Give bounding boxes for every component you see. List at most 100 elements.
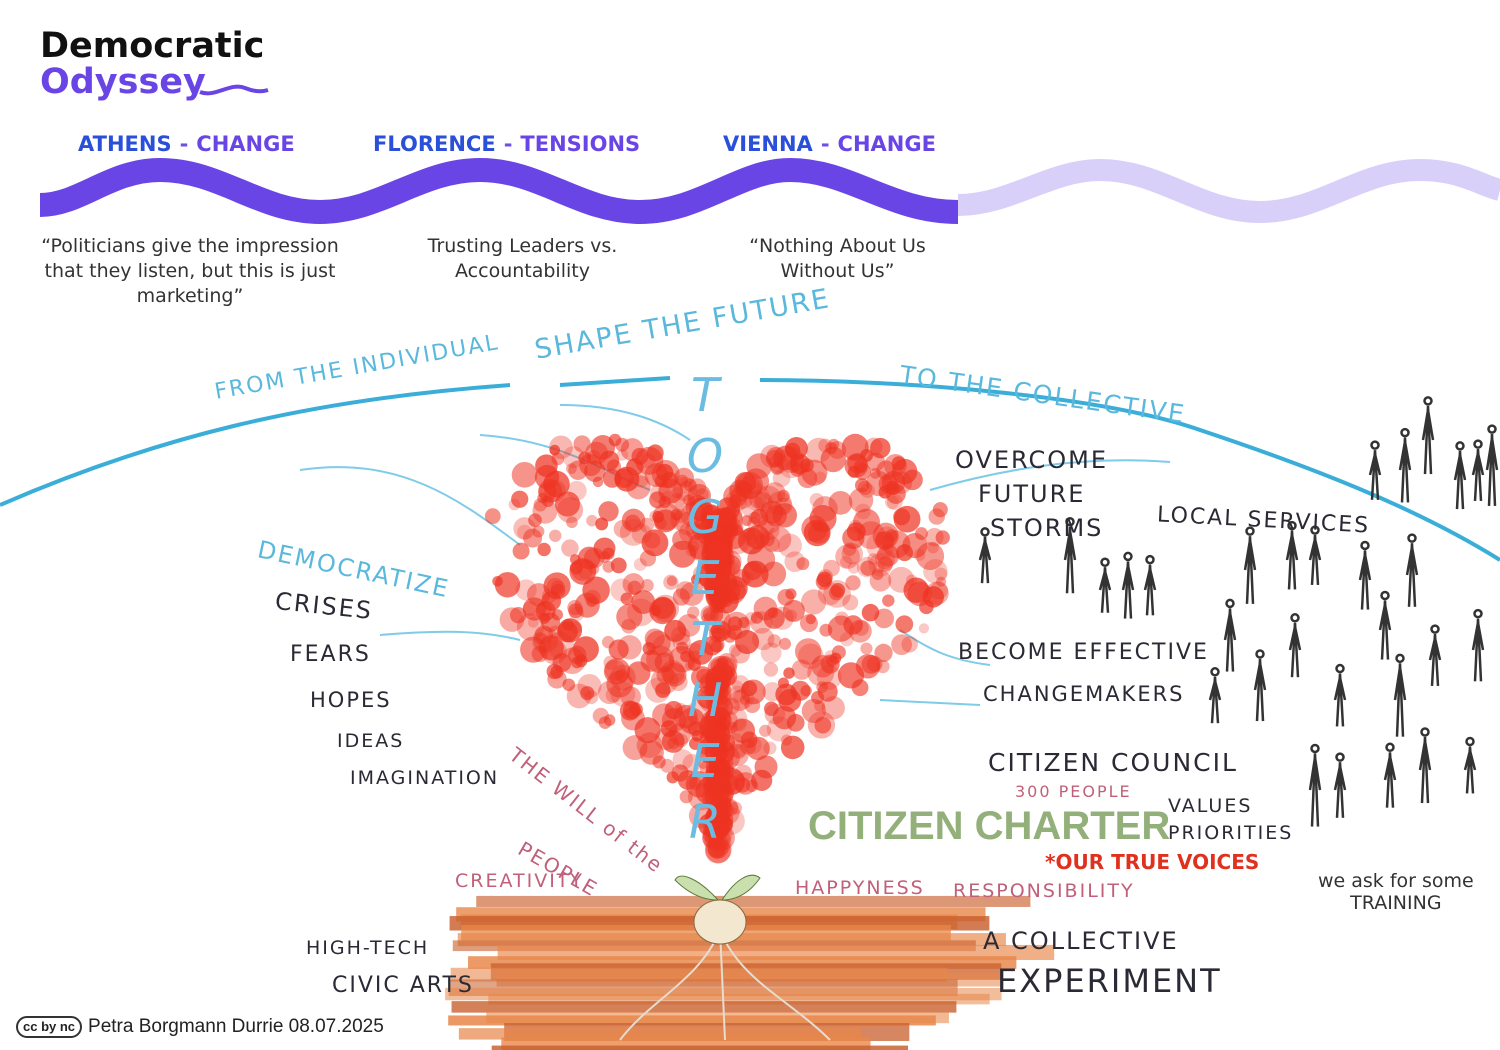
person-figure	[1463, 736, 1477, 794]
heart-dot	[811, 691, 825, 705]
heart-dot	[688, 478, 707, 497]
heart-dot	[765, 526, 792, 553]
heart-dot	[605, 687, 622, 703]
logo: Democratic Odyssey	[40, 28, 264, 100]
overcome-label: OVERCOME	[955, 446, 1109, 474]
heart-dot	[842, 542, 857, 556]
heart-dot	[661, 707, 687, 733]
heart-dot	[669, 540, 697, 568]
heart-dot	[831, 645, 846, 660]
heart-dot	[608, 639, 629, 660]
heart-dot	[678, 707, 706, 735]
values-label: VALUES	[1168, 795, 1253, 817]
heart-dot	[557, 618, 583, 643]
timeline-wave	[39, 157, 959, 225]
heart-dot	[661, 490, 675, 505]
heart-dot	[782, 599, 805, 622]
heart-dot	[615, 437, 630, 452]
heart-dot	[730, 680, 744, 693]
person-figure	[1308, 525, 1322, 585]
heart-dot	[527, 583, 551, 607]
heart-dot	[872, 522, 899, 549]
heart-dot	[573, 435, 591, 453]
heart-dot	[801, 589, 827, 615]
creativity-label: CREATIVITY	[455, 870, 585, 892]
heart-dot	[857, 480, 873, 496]
heart-dot	[683, 478, 697, 492]
heart-dot	[848, 487, 874, 513]
person-figure	[1453, 441, 1467, 510]
heart-dot	[684, 715, 700, 731]
heart-dot	[828, 585, 844, 601]
heart-dot	[918, 623, 930, 634]
heart-dot	[689, 540, 710, 561]
heart-dot	[750, 611, 764, 624]
person-figure	[1098, 557, 1112, 613]
heart-dot	[919, 599, 934, 615]
become-effective-label: BECOME EFFECTIVE	[958, 640, 1209, 665]
heart-dot	[818, 438, 833, 453]
heart-dot	[760, 521, 780, 541]
heart-dot	[723, 629, 737, 643]
heart-dot	[853, 620, 869, 636]
heart-dot	[550, 580, 566, 595]
heart-dot	[692, 516, 717, 541]
heart-dot	[930, 581, 948, 600]
arc-line	[0, 376, 1500, 562]
roots	[619, 929, 831, 1041]
heart-dot	[682, 753, 702, 773]
heart-dot	[857, 521, 886, 550]
heart-dot	[759, 724, 772, 737]
person-figure	[1471, 439, 1485, 501]
heart-dot	[578, 451, 592, 465]
heart-dot	[932, 502, 948, 518]
person-figure	[1243, 526, 1257, 604]
heart-dot	[846, 522, 866, 542]
heart-dot	[655, 682, 671, 698]
person-figure	[1223, 598, 1237, 672]
heart-dot	[799, 614, 818, 633]
person-figure	[1368, 440, 1382, 500]
heart-dot	[713, 525, 726, 538]
heart-dot	[877, 556, 894, 572]
heart-dot	[805, 614, 816, 625]
heart-dot	[707, 549, 730, 572]
heart-dot	[634, 717, 661, 744]
heart-dot	[675, 511, 700, 536]
heart-dot	[702, 784, 730, 812]
heart-dot	[734, 777, 751, 793]
heart-dot	[874, 643, 893, 663]
heart-dot	[598, 501, 619, 522]
person-figure	[1358, 540, 1372, 610]
heart-dot	[750, 769, 773, 791]
logo-line2: Odyssey	[40, 62, 206, 102]
heart-dot	[794, 638, 822, 665]
heart-dot	[626, 458, 644, 476]
heart-dot	[546, 577, 564, 595]
person-figure	[1121, 551, 1135, 619]
heart-dot	[660, 758, 675, 773]
heart-dot	[767, 634, 781, 648]
timeline-wave-future	[957, 158, 1500, 224]
experiment-label: EXPERIMENT	[997, 962, 1222, 1000]
responsibility-label: RESPONSIBILITY	[953, 880, 1135, 902]
heart-dot	[807, 711, 836, 739]
heart-dot	[597, 680, 622, 705]
heart-dot	[719, 711, 738, 730]
heart-dot	[577, 673, 602, 698]
heart-dot	[642, 642, 656, 656]
together-letter: R	[689, 795, 721, 849]
heart-dot	[533, 498, 548, 512]
city-vienna: VIENNA-CHANGE	[723, 132, 936, 156]
heart-dot	[680, 650, 692, 663]
heart-dot	[704, 524, 721, 541]
person-figure	[978, 527, 992, 584]
heart-dot	[809, 492, 824, 507]
heart-dot	[584, 690, 599, 705]
citizen-charter-label: CITIZEN CHARTER	[808, 804, 1171, 848]
person-figure	[1285, 520, 1299, 590]
earth-stroke	[491, 1045, 908, 1050]
heart-dot	[729, 740, 747, 758]
heart-dot	[517, 524, 532, 540]
heart-dot	[760, 642, 782, 664]
